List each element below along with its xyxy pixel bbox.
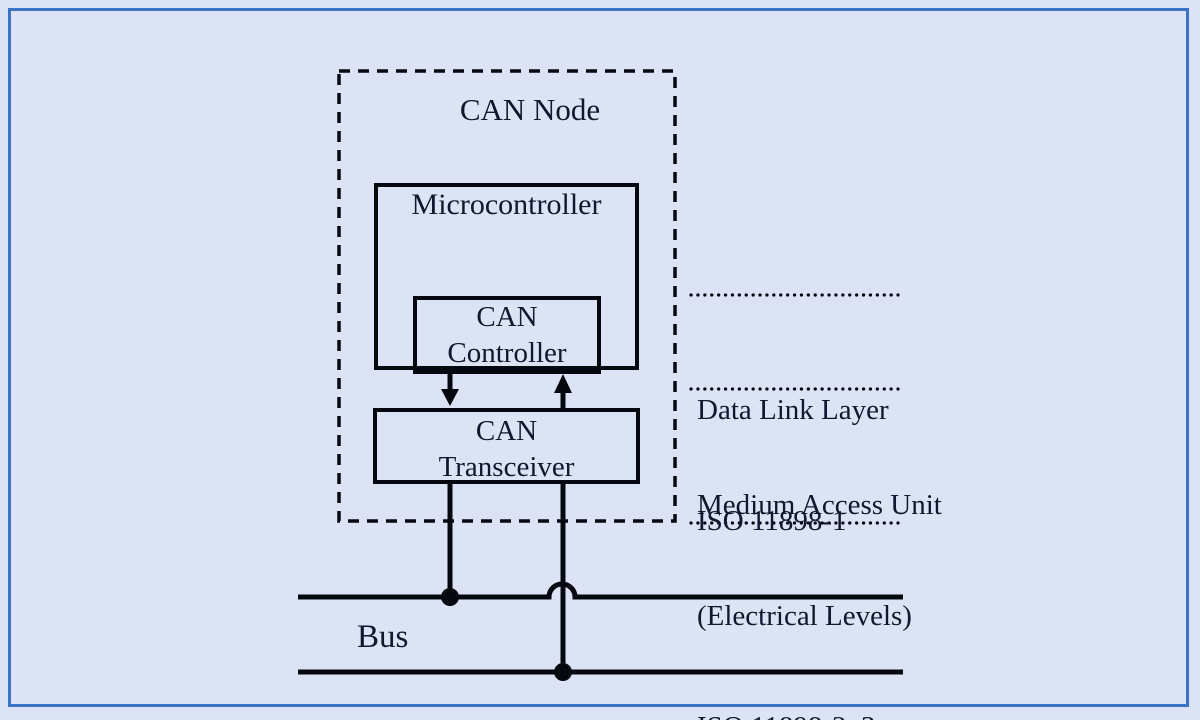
bus-line-top (298, 581, 903, 600)
can-controller-label-line2: Controller (447, 337, 567, 369)
arrow-up-head (554, 374, 572, 393)
can-controller-label-line1: CAN (476, 301, 538, 333)
can-node-dashed-box (337, 69, 677, 523)
can-transceiver-label-line1: CAN (475, 415, 538, 447)
electrical-levels-label: (Electrical Levels) (697, 600, 912, 632)
arrow-down-head (441, 389, 459, 406)
bus-label: Bus (357, 619, 409, 655)
medium-access-unit-annotation: Medium Access Unit (Electrical Levels) I… (697, 413, 942, 720)
data-link-layer-iso: ISO 11898-1 (697, 505, 847, 537)
medium-access-unit-iso: ISO 11898-2, 3 (697, 709, 942, 720)
data-link-layer-annotation: Data Link Layer ISO 11898-1 (697, 318, 889, 614)
microcontroller-label: Microcontroller (411, 188, 602, 221)
can-transceiver-label-line2: Transceiver (438, 451, 575, 483)
can-transceiver-label: CAN Transceiver (373, 413, 640, 485)
can-controller-label: CAN Controller (413, 299, 601, 371)
bus-junction-dot-top (441, 588, 459, 606)
bus-junction-dot-bottom (554, 663, 572, 681)
microcontroller-box (374, 183, 639, 370)
can-controller-box (413, 296, 601, 374)
data-link-layer-label: Data Link Layer (697, 394, 889, 426)
can-transceiver-box (373, 408, 640, 484)
can-node-title: CAN Node (459, 92, 601, 127)
medium-access-unit-label: Medium Access Unit (697, 489, 942, 521)
